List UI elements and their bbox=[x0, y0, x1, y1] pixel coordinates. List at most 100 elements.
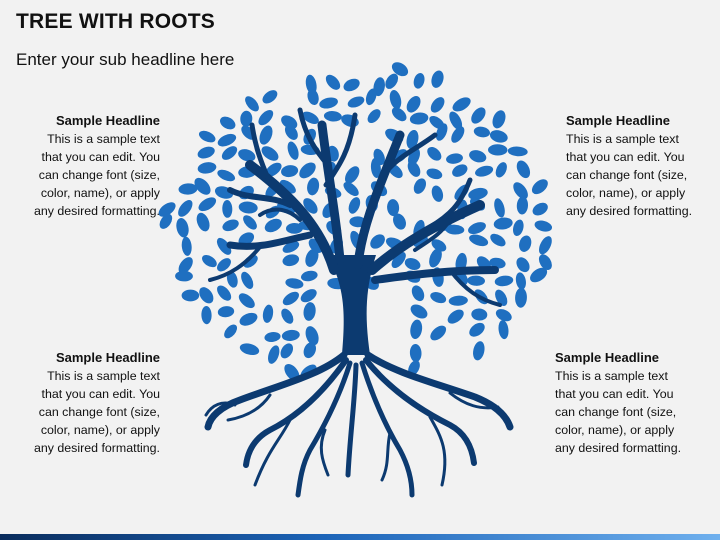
leaf bbox=[281, 329, 300, 341]
block-text-line: that you can edit. You bbox=[555, 387, 674, 401]
block-text-line: color, name), or apply bbox=[555, 423, 675, 437]
leaf bbox=[534, 220, 553, 232]
leaf bbox=[303, 198, 318, 214]
leaf bbox=[319, 97, 338, 109]
leaf bbox=[217, 133, 237, 147]
leaf bbox=[513, 219, 524, 237]
leaf bbox=[515, 272, 526, 290]
leaf bbox=[408, 360, 420, 376]
leaf bbox=[299, 162, 316, 179]
text-block-top-left: Sample Headline This is a sample text th… bbox=[0, 112, 160, 220]
leaf bbox=[305, 326, 319, 346]
leaf bbox=[238, 293, 255, 309]
leaf bbox=[410, 319, 423, 340]
leaf bbox=[239, 312, 258, 326]
block-headline: Sample Headline bbox=[566, 113, 671, 128]
leaf bbox=[429, 248, 442, 268]
leaf bbox=[539, 236, 552, 255]
leaf bbox=[387, 199, 400, 217]
leaf bbox=[222, 219, 239, 232]
leaf bbox=[473, 126, 491, 138]
leaf bbox=[391, 107, 407, 122]
leaf bbox=[449, 111, 463, 130]
leaf bbox=[259, 125, 273, 145]
block-text-line: This is a sample text bbox=[47, 369, 160, 383]
block-headline: Sample Headline bbox=[55, 113, 160, 128]
leaf bbox=[261, 146, 279, 161]
leaf bbox=[445, 224, 465, 235]
block-text-line: can change font (size, bbox=[38, 405, 160, 419]
leaf bbox=[279, 179, 296, 194]
block-text-line: This is a sample text bbox=[555, 369, 668, 383]
leaf bbox=[219, 116, 236, 130]
leaf bbox=[469, 150, 487, 163]
leaf bbox=[217, 306, 235, 318]
leaf bbox=[490, 233, 506, 247]
text-block-bottom-left: Sample Headline This is a sample text th… bbox=[0, 349, 160, 457]
leaf bbox=[494, 275, 514, 287]
leaf bbox=[370, 158, 381, 178]
leaf bbox=[452, 97, 471, 112]
block-text-line: can change font (size, bbox=[38, 168, 160, 182]
leaf bbox=[430, 97, 445, 113]
leaf bbox=[238, 232, 255, 246]
block-text-line: any desired formatting. bbox=[566, 204, 693, 218]
block-text-line: can change font (size, bbox=[555, 405, 677, 419]
leaf bbox=[531, 179, 548, 195]
leaf bbox=[373, 77, 385, 97]
leaf bbox=[495, 289, 508, 306]
leaf bbox=[468, 222, 486, 235]
leaf bbox=[226, 271, 238, 288]
leaf bbox=[221, 146, 238, 160]
leaf bbox=[217, 285, 232, 301]
slide-title: TREE WITH ROOTS bbox=[16, 10, 215, 33]
leaf bbox=[281, 308, 294, 324]
leaf bbox=[426, 168, 443, 180]
leaf bbox=[489, 257, 506, 269]
leaf bbox=[178, 200, 193, 217]
leaf bbox=[404, 258, 421, 270]
leaf bbox=[280, 343, 294, 359]
leaf bbox=[516, 196, 529, 215]
block-headline: Sample Headline bbox=[55, 350, 160, 365]
leaf bbox=[406, 129, 419, 150]
leaf bbox=[492, 110, 506, 129]
leaf bbox=[217, 169, 236, 182]
leaf bbox=[201, 306, 212, 325]
block-text-line: color, name), or apply bbox=[566, 186, 686, 200]
leaf bbox=[391, 251, 406, 269]
leaf bbox=[159, 213, 173, 229]
leaf bbox=[451, 126, 465, 143]
leaf bbox=[199, 287, 214, 304]
block-text-line: This is a sample text bbox=[566, 132, 679, 146]
text-block-top-right: Sample Headline This is a sample text th… bbox=[566, 112, 720, 220]
leaf bbox=[493, 217, 513, 230]
leaf bbox=[194, 177, 211, 195]
leaf bbox=[216, 237, 232, 255]
leaf bbox=[178, 183, 198, 195]
leaf bbox=[367, 109, 381, 124]
leaf bbox=[427, 146, 442, 161]
leaf bbox=[176, 218, 189, 238]
tree-trunk-and-roots bbox=[204, 107, 514, 498]
leaf bbox=[202, 255, 217, 268]
leaf bbox=[513, 182, 528, 200]
leaf bbox=[178, 257, 193, 274]
leaf bbox=[516, 257, 530, 273]
leaf bbox=[469, 234, 489, 247]
leaf bbox=[196, 212, 210, 232]
leaf bbox=[238, 149, 256, 162]
leaf bbox=[430, 292, 447, 304]
text-block-bottom-right: Sample Headline This is a sample text th… bbox=[555, 349, 715, 457]
leaf bbox=[284, 124, 298, 140]
leaf bbox=[181, 289, 200, 302]
leaf bbox=[409, 112, 429, 125]
leaf bbox=[245, 96, 259, 112]
leaf bbox=[406, 96, 421, 113]
leaf bbox=[348, 197, 361, 214]
leaf bbox=[471, 107, 486, 124]
leaf bbox=[281, 115, 298, 129]
leaf bbox=[413, 72, 425, 89]
leaf bbox=[410, 304, 428, 319]
leaf bbox=[498, 320, 509, 340]
